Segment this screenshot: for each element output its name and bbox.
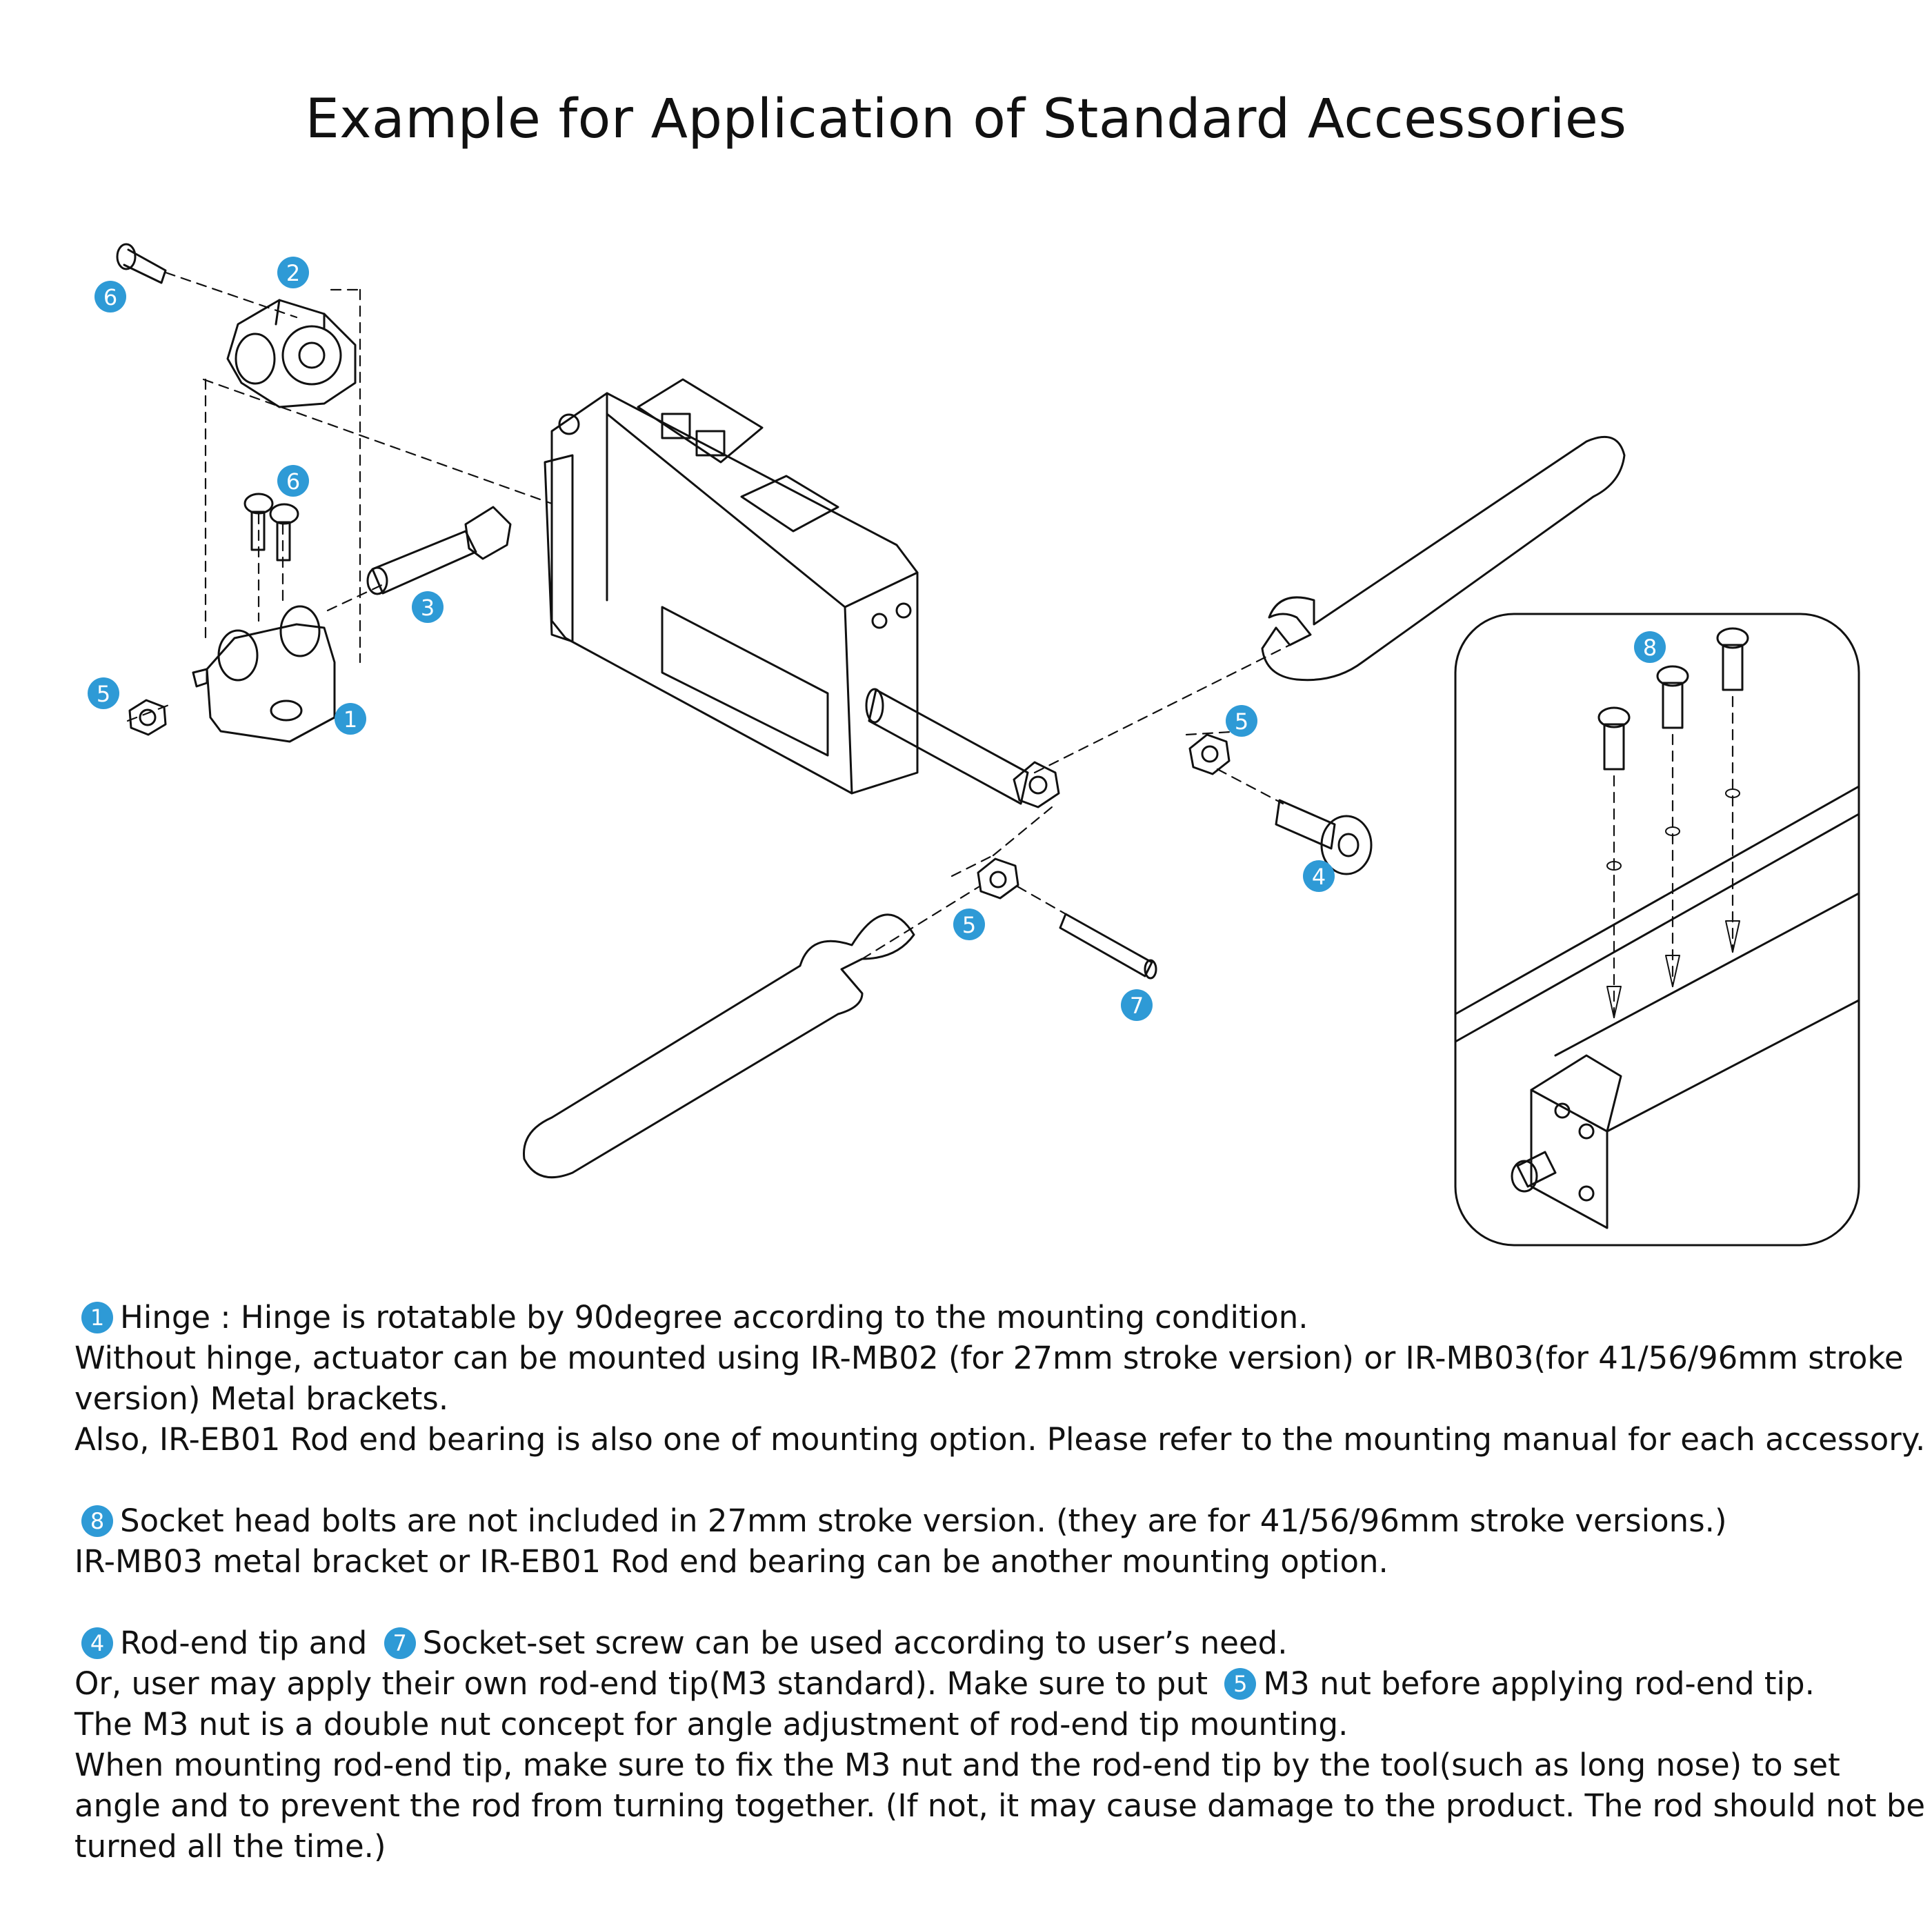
callout-3: 3 — [412, 591, 444, 623]
svg-text:6: 6 — [103, 284, 117, 310]
svg-text:7: 7 — [1130, 993, 1144, 1019]
note-text: angle and to prevent the rod from turnin… — [74, 1787, 1926, 1824]
badge-8: 8 — [81, 1505, 113, 1537]
svg-text:6: 6 — [286, 468, 300, 495]
inset-bracket-detail — [1454, 613, 1860, 1247]
callout-4: 4 — [1303, 860, 1335, 892]
nut-part-5-left — [128, 699, 167, 736]
callout-5-lower: 5 — [953, 909, 985, 940]
badge-7: 7 — [384, 1627, 416, 1659]
actuator-rod — [865, 688, 1060, 808]
note-text: The M3 nut is a double nut concept for a… — [74, 1706, 1348, 1743]
callout-2: 2 — [277, 257, 309, 288]
badge-4: 4 — [81, 1627, 113, 1659]
wrench-lower — [523, 913, 915, 1179]
badge-1: 1 — [81, 1302, 113, 1333]
note-text: Socket-set screw can be used according t… — [422, 1625, 1288, 1661]
wrench-upper — [1261, 435, 1626, 682]
exploded-assembly-diagram: 6 2 6 3 5 1 5 4 5 7 8 — [88, 243, 1860, 1247]
note-text: M3 nut before applying rod-end tip. — [1263, 1665, 1815, 1702]
callout-1: 1 — [335, 703, 366, 735]
screw-part-6-top — [116, 243, 167, 284]
note-text: Or, user may apply their own rod-end tip… — [74, 1665, 1208, 1702]
svg-text:5: 5 — [97, 681, 110, 707]
note-text: Socket head bolts are not included in 27… — [120, 1502, 1727, 1539]
nut-part-5-right — [1188, 733, 1231, 775]
hinge-knuckle-part-2 — [226, 299, 357, 408]
socket-set-screw-part-7 — [1059, 913, 1157, 980]
page-title: Example for Application of Standard Acce… — [305, 88, 1627, 150]
note-text: version) Metal brackets. — [74, 1380, 449, 1417]
note-text: Rod-end tip and — [120, 1625, 368, 1661]
svg-text:5: 5 — [962, 912, 976, 938]
actuator-body — [544, 378, 919, 795]
callout-7: 7 — [1121, 989, 1153, 1021]
note-text: Without hinge, actuator can be mounted u… — [74, 1340, 1904, 1376]
svg-text:8: 8 — [1643, 635, 1657, 661]
badge-5: 5 — [1224, 1668, 1257, 1700]
svg-text:1: 1 — [343, 706, 357, 733]
callout-5-left: 5 — [88, 677, 119, 709]
callout-badges: 6 2 6 3 5 1 5 4 5 7 8 — [88, 257, 1666, 1021]
note-text: When mounting rod-end tip, make sure to … — [74, 1747, 1840, 1783]
callout-6-top: 6 — [94, 281, 126, 312]
callout-5-right: 5 — [1226, 705, 1257, 737]
svg-text:3: 3 — [421, 595, 435, 621]
nut-part-5-lower — [977, 857, 1019, 900]
note-text: Hinge : Hinge is rotatable by 90degree a… — [120, 1299, 1308, 1336]
note-text: turned all the time.) — [74, 1828, 386, 1865]
svg-text:2: 2 — [286, 260, 300, 286]
svg-text:4: 4 — [1312, 864, 1326, 890]
hinge-base-part-1 — [192, 605, 336, 743]
rod-end-tip-part-4 — [1275, 799, 1373, 875]
shaft-part-3 — [366, 506, 512, 595]
assembly-guide-lines — [126, 271, 1305, 960]
screws-part-6-middle — [243, 493, 299, 562]
svg-text:5: 5 — [1235, 708, 1248, 735]
callout-6-middle: 6 — [277, 465, 309, 497]
callout-8: 8 — [1634, 631, 1666, 663]
note-text: IR-MB03 metal bracket or IR-EB01 Rod end… — [74, 1543, 1388, 1580]
note-text: Also, IR-EB01 Rod end bearing is also on… — [74, 1421, 1926, 1458]
socket-head-bolts-part-8 — [1597, 627, 1749, 771]
